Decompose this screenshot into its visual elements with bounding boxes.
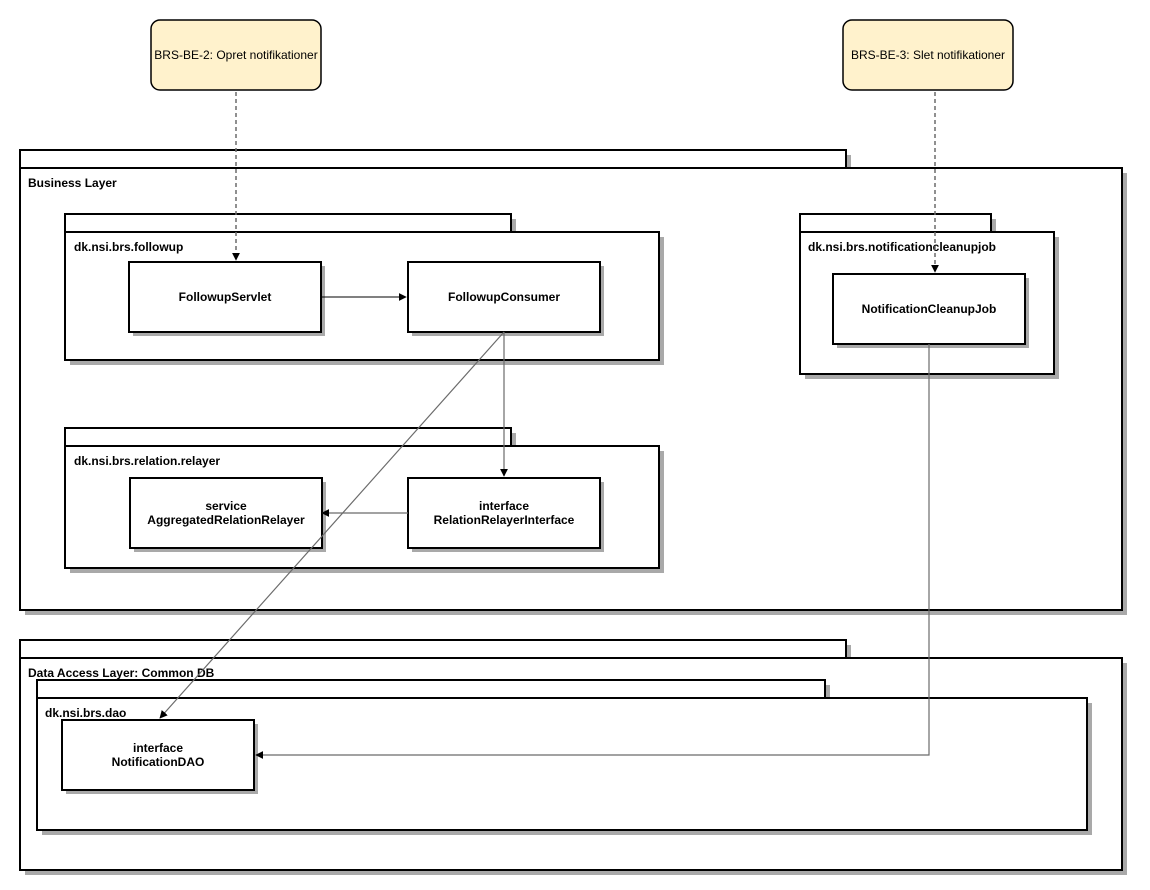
requirement-brs-be-2[interactable]: BRS-BE-2: Opret notifikationer xyxy=(150,19,322,91)
requirement-brs-be-3[interactable]: BRS-BE-3: Slet notifikationer xyxy=(842,19,1014,91)
class-notification-dao[interactable]: interface NotificationDAO xyxy=(61,719,258,794)
class-label-followup-consumer: FollowupConsumer xyxy=(448,290,560,304)
edge-consumer-to-notification-dao xyxy=(159,331,505,719)
edge-cleanup-job-to-notification-dao xyxy=(255,344,930,759)
package-label-followup: dk.nsi.brs.followup xyxy=(74,240,183,254)
class-aggregated-relation-relayer[interactable]: service AggregatedRelationRelayer xyxy=(129,477,326,552)
class-relation-relayer-interface[interactable]: interface RelationRelayerInterface xyxy=(407,477,604,552)
package-label-cleanupjob: dk.nsi.brs.notificationcleanupjob xyxy=(808,240,996,254)
class-stereotype-notification-dao: interface xyxy=(133,741,183,755)
class-notification-cleanup-job[interactable]: NotificationCleanupJob xyxy=(832,273,1029,348)
class-label-followup-servlet: FollowupServlet xyxy=(179,290,272,304)
class-followup-servlet[interactable]: FollowupServlet xyxy=(128,261,325,336)
class-followup-consumer[interactable]: FollowupConsumer xyxy=(407,261,604,336)
package-label-dao: dk.nsi.brs.dao xyxy=(45,706,126,720)
class-stereotype-relation-relayer-interface: interface xyxy=(479,499,529,513)
class-stereotype-aggregated-relation-relayer: service xyxy=(205,499,247,513)
class-label-notification-cleanup-job: NotificationCleanupJob xyxy=(862,302,997,316)
requirement-label-brs-be-2: BRS-BE-2: Opret notifikationer xyxy=(154,48,317,62)
requirement-label-brs-be-3: BRS-BE-3: Slet notifikationer xyxy=(851,48,1005,62)
package-label-data-access-layer: Data Access Layer: Common DB xyxy=(28,666,215,680)
class-label-aggregated-relation-relayer: AggregatedRelationRelayer xyxy=(147,513,305,527)
package-label-business-layer: Business Layer xyxy=(28,176,117,190)
class-label-notification-dao: NotificationDAO xyxy=(112,755,205,769)
package-label-relation-relayer: dk.nsi.brs.relation.relayer xyxy=(74,454,220,468)
class-label-relation-relayer-interface: RelationRelayerInterface xyxy=(434,513,575,527)
